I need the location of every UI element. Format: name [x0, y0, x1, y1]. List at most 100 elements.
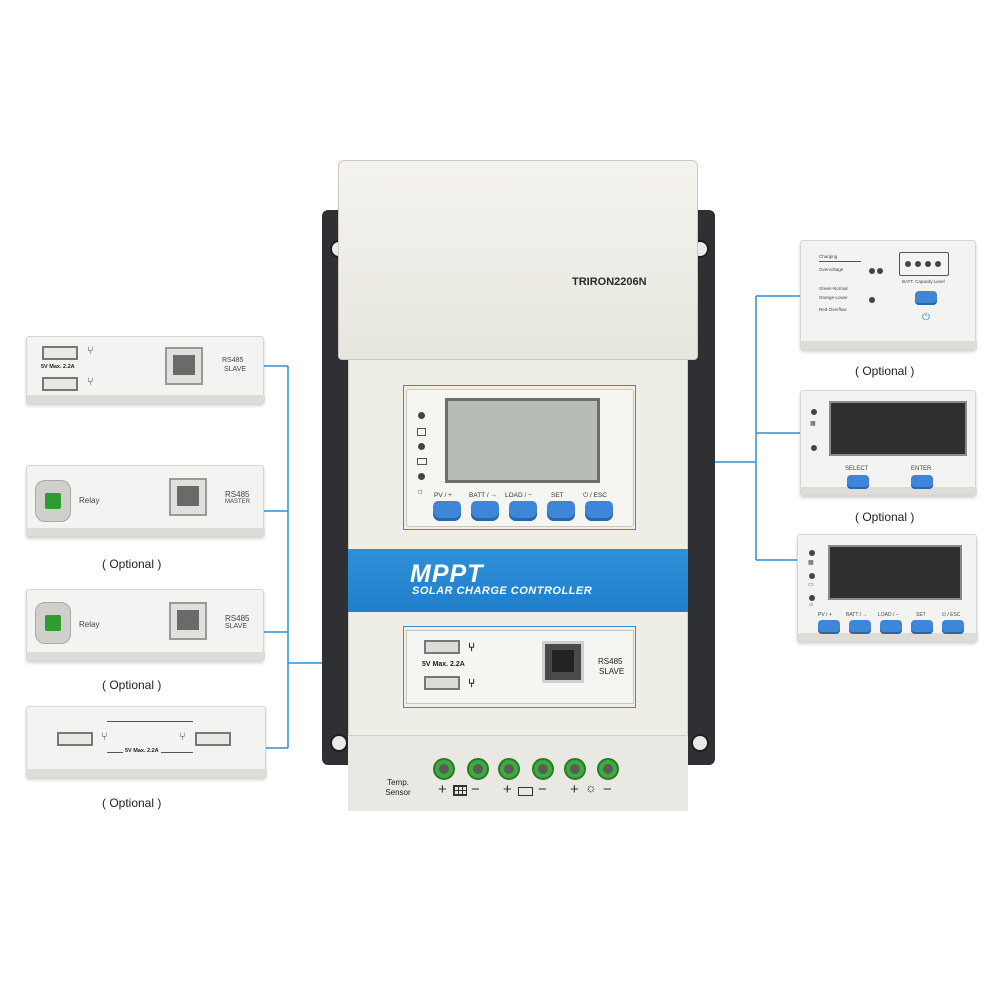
led-icon: [869, 268, 875, 274]
usb-spec-label: 5V Max. 2.2A: [123, 748, 161, 754]
pv-button[interactable]: [818, 620, 840, 634]
usb-port[interactable]: [42, 346, 78, 360]
terminal-sign: +: [438, 781, 447, 798]
led-icon: [869, 297, 875, 303]
usb-spec-label: 5V Max. 2.2A: [41, 364, 75, 370]
optional-caption: ( Optional ): [855, 510, 915, 524]
lcd-five-button-module: ▦ ▭ ☼ PV / + BATT / → LOAD / − SET ⏻ / E…: [797, 534, 978, 642]
power-icon: ⏻: [922, 312, 930, 323]
red-overflow-label: Red-Overflow: [819, 307, 847, 312]
relay-connector[interactable]: [35, 602, 71, 644]
select-button[interactable]: [847, 475, 869, 489]
button-label: LOAD / −: [878, 612, 899, 618]
lcd-screen: [445, 398, 600, 483]
usb-port[interactable]: [42, 377, 78, 391]
button-label: SET: [551, 492, 564, 499]
terminal-sign: +: [503, 781, 512, 798]
status-led-icon: [418, 412, 425, 419]
batt-button[interactable]: [471, 501, 499, 521]
load-negative-terminal[interactable]: [597, 758, 619, 780]
charging-label: Charging: [819, 254, 838, 259]
pv-indicator-icon: ▦: [808, 560, 814, 566]
set-button[interactable]: [547, 501, 575, 521]
bulb-icon: ☼: [585, 780, 597, 795]
button-label: BATT / →: [846, 612, 868, 618]
lcd-screen: [829, 401, 967, 456]
model-label: TRIRON2206N: [572, 276, 647, 288]
slave-label: SLAVE: [225, 623, 248, 630]
led-icon: [905, 261, 911, 267]
set-button[interactable]: [911, 620, 933, 634]
load-button[interactable]: [509, 501, 537, 521]
enter-button[interactable]: [911, 475, 933, 489]
load-positive-terminal[interactable]: [564, 758, 586, 780]
esc-button[interactable]: [585, 501, 613, 521]
rs485-port[interactable]: [169, 478, 207, 516]
rs485-port[interactable]: [169, 602, 207, 640]
rs485-label: RS485: [225, 490, 250, 499]
optional-caption: ( Optional ): [102, 796, 162, 810]
usb-port[interactable]: [195, 732, 231, 746]
load-button[interactable]: [880, 620, 902, 634]
usb-icon: ⑂: [87, 345, 94, 357]
relay-label: Relay: [79, 620, 100, 629]
button-label: SET: [916, 612, 926, 618]
usb-icon: ⑂: [468, 640, 476, 654]
battery-negative-terminal[interactable]: [532, 758, 554, 780]
battery-positive-terminal[interactable]: [498, 758, 520, 780]
led-icon: [915, 261, 921, 267]
usb-icon: ⑂: [179, 731, 186, 743]
rs485-label: RS485: [598, 657, 623, 666]
load-led-icon: [418, 473, 425, 480]
pv-indicator-icon: ▦: [810, 421, 816, 427]
rs485-port[interactable]: [165, 347, 203, 385]
button-label: ⏻ / ESC: [583, 492, 607, 499]
power-button[interactable]: [915, 291, 937, 305]
enter-label: ENTER: [911, 466, 932, 472]
esc-button[interactable]: [942, 620, 964, 634]
terminal-sign: −: [538, 781, 547, 798]
pv-button[interactable]: [433, 501, 461, 521]
button-label: ⏻ / ESC: [942, 612, 961, 618]
batt-button[interactable]: [849, 620, 871, 634]
rs485-port[interactable]: [542, 641, 584, 683]
brand-title: MPPT: [410, 560, 484, 588]
pv-negative-terminal[interactable]: [467, 758, 489, 780]
slave-label: SLAVE: [224, 366, 247, 373]
terminal-sign: −: [471, 781, 480, 798]
button-label: PV / +: [818, 612, 832, 618]
usb-rs485-module: 5V Max. 2.2A ⑂ ⑂ RS485 SLAVE: [26, 336, 265, 404]
overvoltage-label: Overvoltage: [819, 267, 844, 272]
optional-caption: ( Optional ): [102, 557, 162, 571]
relay-connector[interactable]: [35, 480, 71, 522]
terminal-sign: +: [570, 781, 579, 798]
battery-indicator-icon: ▭: [808, 582, 814, 588]
usb-port[interactable]: [424, 676, 460, 690]
relay-master-module: Relay RS485 MASTER: [26, 465, 265, 537]
lcd-select-enter-module: ▦ SELECT ENTER: [800, 390, 977, 496]
usb-icon: ⑂: [101, 731, 108, 743]
pv-positive-terminal[interactable]: [433, 758, 455, 780]
lcd-screen: [828, 545, 962, 600]
led-icon: [925, 261, 931, 267]
battery-indicator-icon: [417, 458, 427, 465]
led-icon: [935, 261, 941, 267]
usb-port[interactable]: [57, 732, 93, 746]
optional-caption: ( Optional ): [855, 364, 915, 378]
button-label: PV / +: [434, 492, 452, 499]
master-label: MASTER: [225, 499, 251, 505]
rs485-label: RS485: [222, 357, 244, 364]
led-display-module: Charging Overvoltage BATT. Capacity Leve…: [800, 240, 977, 350]
led-icon: [809, 550, 815, 556]
brand-subtitle: SOLAR CHARGE CONTROLLER: [412, 585, 593, 597]
orange-lower-label: Orange-Lower: [819, 295, 848, 300]
lcd-panel-outline: [403, 385, 636, 530]
green-normal-label: Green-Normal: [819, 286, 848, 291]
batt-led-icon: [418, 443, 425, 450]
led-icon: [811, 445, 817, 451]
usb-port[interactable]: [424, 640, 460, 654]
mount-hole-icon: [691, 734, 709, 752]
led-icon: [811, 409, 817, 415]
solar-panel-icon: [453, 785, 467, 796]
led-icon: [877, 268, 883, 274]
